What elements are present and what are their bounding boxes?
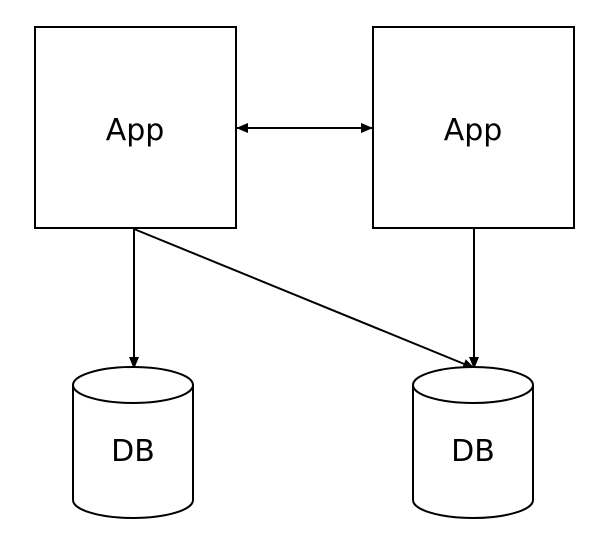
app-node-left-box: [34, 26, 237, 229]
db-node-left-top: [72, 366, 194, 404]
db-node-right-label: DB: [451, 434, 495, 469]
db-node-left[interactable]: DB: [72, 366, 194, 519]
app-node-left[interactable]: App: [34, 26, 237, 229]
db-node-left-label: DB: [111, 434, 155, 469]
db-node-right[interactable]: DB: [412, 366, 534, 519]
app-node-right-box: [372, 26, 575, 229]
db-node-right-top: [412, 366, 534, 404]
edge-app-left-db-right: [133, 228, 475, 369]
db-node-right-body: [412, 385, 534, 519]
app-node-right[interactable]: App: [372, 26, 575, 229]
db-node-left-body: [72, 385, 194, 519]
app-node-right-label: App: [444, 113, 503, 148]
app-node-left-label: App: [106, 113, 165, 148]
edges: [129, 123, 479, 369]
